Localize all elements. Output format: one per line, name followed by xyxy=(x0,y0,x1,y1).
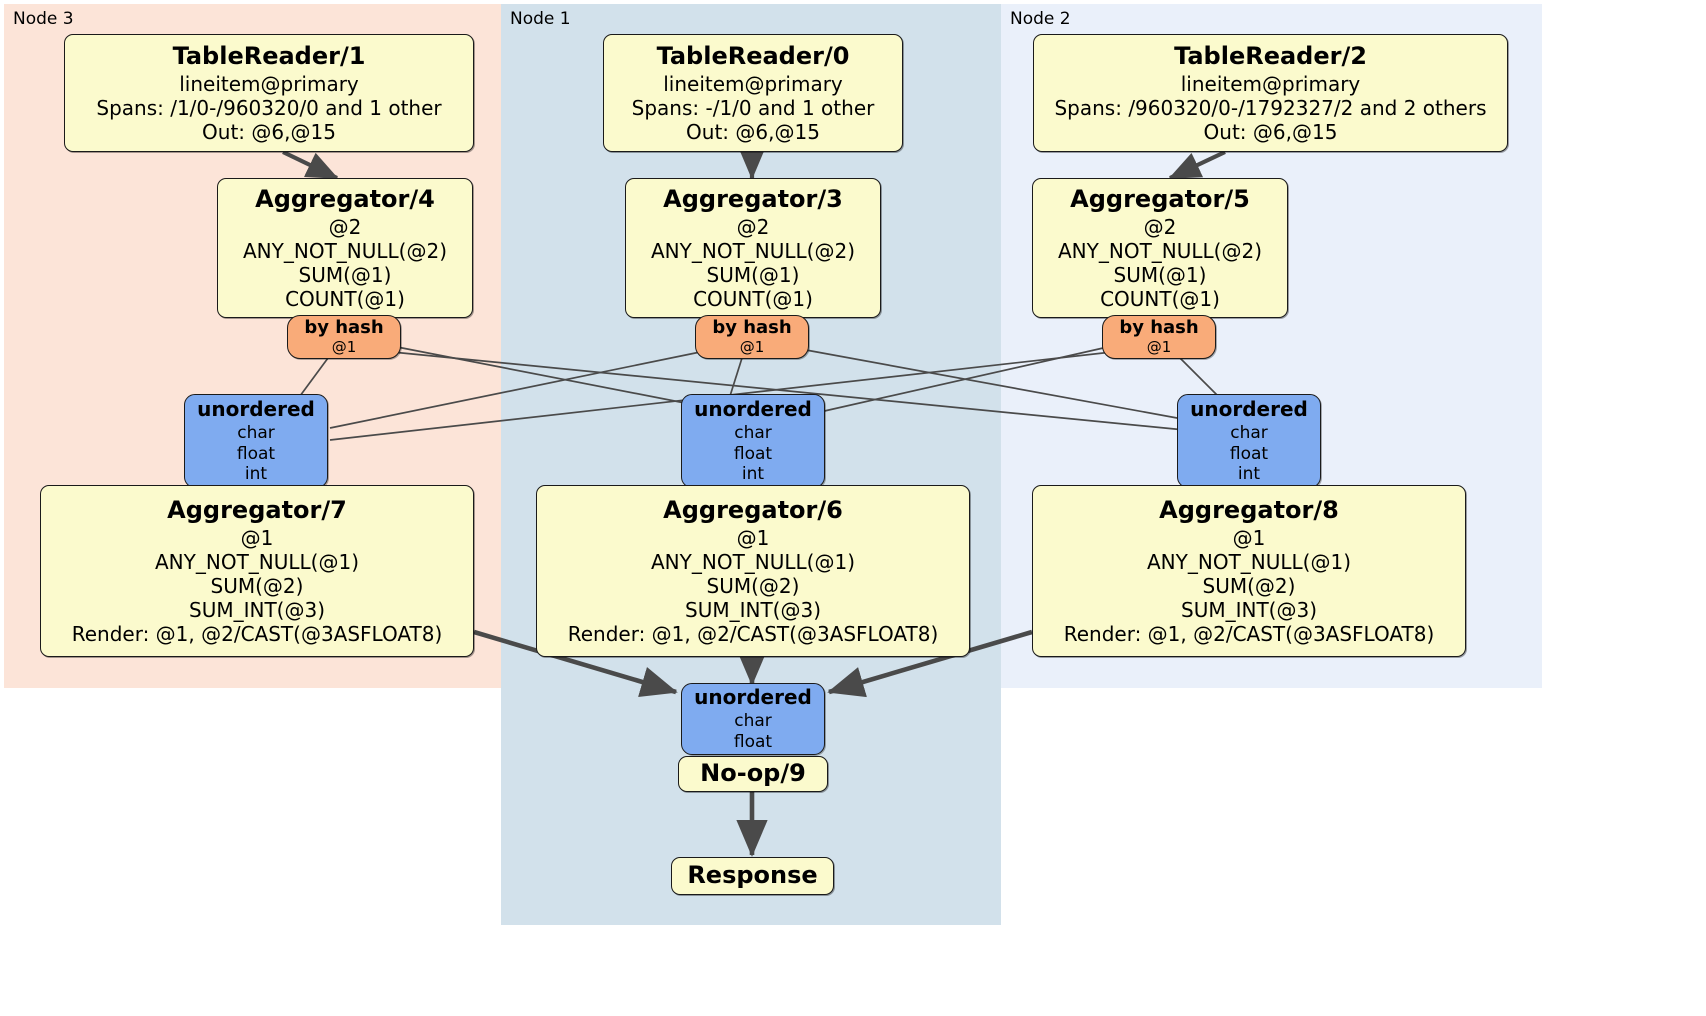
processor-detail: SUM(@1) xyxy=(706,262,800,287)
router-title: by hash xyxy=(712,317,792,339)
processor-detail: @1 xyxy=(240,525,274,550)
processor-detail: SUM_INT(@3) xyxy=(1181,597,1317,622)
stream-type: float xyxy=(733,443,773,464)
processor-detail: lineitem@primary xyxy=(179,71,359,96)
processor-detail: Spans: /960320/0-/1792327/2 and 2 others xyxy=(1054,95,1487,120)
processor-detail: COUNT(@1) xyxy=(693,286,813,311)
node-panel-label: Node 2 xyxy=(1010,9,1071,29)
processor-title: TableReader/1 xyxy=(172,42,366,71)
stream-type: float xyxy=(236,443,276,464)
processor-detail: Render: @1, @2/CAST(@3ASFLOAT8) xyxy=(567,621,939,646)
processor-detail: SUM(@2) xyxy=(210,573,304,598)
stream-type: int xyxy=(741,464,765,485)
processor-detail: SUM_INT(@3) xyxy=(685,597,821,622)
router-by-hash-4[interactable]: by hash @1 xyxy=(287,315,401,359)
processor-detail: ANY_NOT_NULL(@2) xyxy=(243,238,447,263)
processor-title: Aggregator/4 xyxy=(255,185,435,214)
processor-title: Aggregator/8 xyxy=(1159,496,1339,525)
processor-detail: @2 xyxy=(736,214,770,239)
processor-detail: @2 xyxy=(1143,214,1177,239)
stream-unordered-left[interactable]: unordered char float int xyxy=(184,394,328,488)
processor-title: Aggregator/3 xyxy=(663,185,843,214)
stream-unordered-final[interactable]: unordered char float xyxy=(681,683,825,755)
processor-detail: @1 xyxy=(736,525,770,550)
processor-detail: SUM(@1) xyxy=(1113,262,1207,287)
stream-type: float xyxy=(1229,443,1269,464)
stream-unordered-right[interactable]: unordered char float int xyxy=(1177,394,1321,488)
processor-title: Aggregator/6 xyxy=(663,496,843,525)
processor-aggregator-4[interactable]: Aggregator/4 @2 ANY_NOT_NULL(@2) SUM(@1)… xyxy=(217,178,473,318)
processor-aggregator-5[interactable]: Aggregator/5 @2 ANY_NOT_NULL(@2) SUM(@1)… xyxy=(1032,178,1288,318)
processor-aggregator-3[interactable]: Aggregator/3 @2 ANY_NOT_NULL(@2) SUM(@1)… xyxy=(625,178,881,318)
processor-detail: COUNT(@1) xyxy=(285,286,405,311)
processor-response[interactable]: Response xyxy=(671,857,834,895)
processor-title: Response xyxy=(687,861,818,890)
processor-detail: Spans: -/1/0 and 1 other xyxy=(631,95,875,120)
router-detail: @1 xyxy=(1146,337,1172,356)
processor-detail: SUM_INT(@3) xyxy=(189,597,325,622)
processor-detail: lineitem@primary xyxy=(663,71,843,96)
processor-detail: Out: @6,@15 xyxy=(202,119,336,144)
processor-detail: Out: @6,@15 xyxy=(686,119,820,144)
processor-detail: Out: @6,@15 xyxy=(1203,119,1338,144)
processor-detail: SUM(@2) xyxy=(706,573,800,598)
router-by-hash-3[interactable]: by hash @1 xyxy=(695,315,809,359)
processor-table-reader-1[interactable]: TableReader/1 lineitem@primary Spans: /1… xyxy=(64,34,474,152)
processor-no-op-9[interactable]: No-op/9 xyxy=(678,756,828,792)
processor-detail: Render: @1, @2/CAST(@3ASFLOAT8) xyxy=(71,621,443,646)
processor-title: No-op/9 xyxy=(700,759,806,788)
processor-title: TableReader/2 xyxy=(1174,42,1367,71)
stream-type: char xyxy=(734,422,772,443)
node-panel-label: Node 3 xyxy=(13,9,74,29)
stream-type: char xyxy=(1230,422,1268,443)
processor-title: TableReader/0 xyxy=(656,42,850,71)
stream-title: unordered xyxy=(197,396,315,421)
stream-type: char xyxy=(237,422,275,443)
stream-type: int xyxy=(244,464,268,485)
processor-title: Aggregator/5 xyxy=(1070,185,1250,214)
processor-detail: ANY_NOT_NULL(@1) xyxy=(651,549,855,574)
processor-detail: SUM(@2) xyxy=(1202,573,1296,598)
router-detail: @1 xyxy=(331,337,357,356)
router-by-hash-5[interactable]: by hash @1 xyxy=(1102,315,1216,359)
processor-detail: @1 xyxy=(1232,525,1266,550)
stream-type: char xyxy=(734,711,772,732)
stream-unordered-center[interactable]: unordered char float int xyxy=(681,394,825,488)
processor-table-reader-0[interactable]: TableReader/0 lineitem@primary Spans: -/… xyxy=(603,34,903,152)
processor-detail: @2 xyxy=(328,214,362,239)
processor-table-reader-2[interactable]: TableReader/2 lineitem@primary Spans: /9… xyxy=(1033,34,1508,152)
node-panel-label: Node 1 xyxy=(510,9,571,29)
stream-type: int xyxy=(1237,464,1261,485)
stream-title: unordered xyxy=(1190,396,1308,421)
stream-title: unordered xyxy=(694,685,812,710)
processor-detail: SUM(@1) xyxy=(298,262,392,287)
stream-title: unordered xyxy=(694,396,812,421)
processor-detail: ANY_NOT_NULL(@1) xyxy=(1147,549,1351,574)
stream-type: float xyxy=(733,732,773,752)
router-title: by hash xyxy=(1119,317,1199,339)
processor-detail: Spans: /1/0-/960320/0 and 1 other xyxy=(96,95,442,120)
processor-detail: ANY_NOT_NULL(@1) xyxy=(155,549,359,574)
processor-detail: COUNT(@1) xyxy=(1100,286,1220,311)
processor-detail: Render: @1, @2/CAST(@3ASFLOAT8) xyxy=(1063,621,1435,646)
processor-detail: ANY_NOT_NULL(@2) xyxy=(1058,238,1262,263)
processor-aggregator-7[interactable]: Aggregator/7 @1 ANY_NOT_NULL(@1) SUM(@2)… xyxy=(40,485,474,657)
router-detail: @1 xyxy=(739,337,765,356)
processor-detail: lineitem@primary xyxy=(1180,71,1361,96)
processor-aggregator-6[interactable]: Aggregator/6 @1 ANY_NOT_NULL(@1) SUM(@2)… xyxy=(536,485,970,657)
router-title: by hash xyxy=(304,317,384,339)
processor-title: Aggregator/7 xyxy=(167,496,347,525)
processor-aggregator-8[interactable]: Aggregator/8 @1 ANY_NOT_NULL(@1) SUM(@2)… xyxy=(1032,485,1466,657)
processor-detail: ANY_NOT_NULL(@2) xyxy=(651,238,855,263)
